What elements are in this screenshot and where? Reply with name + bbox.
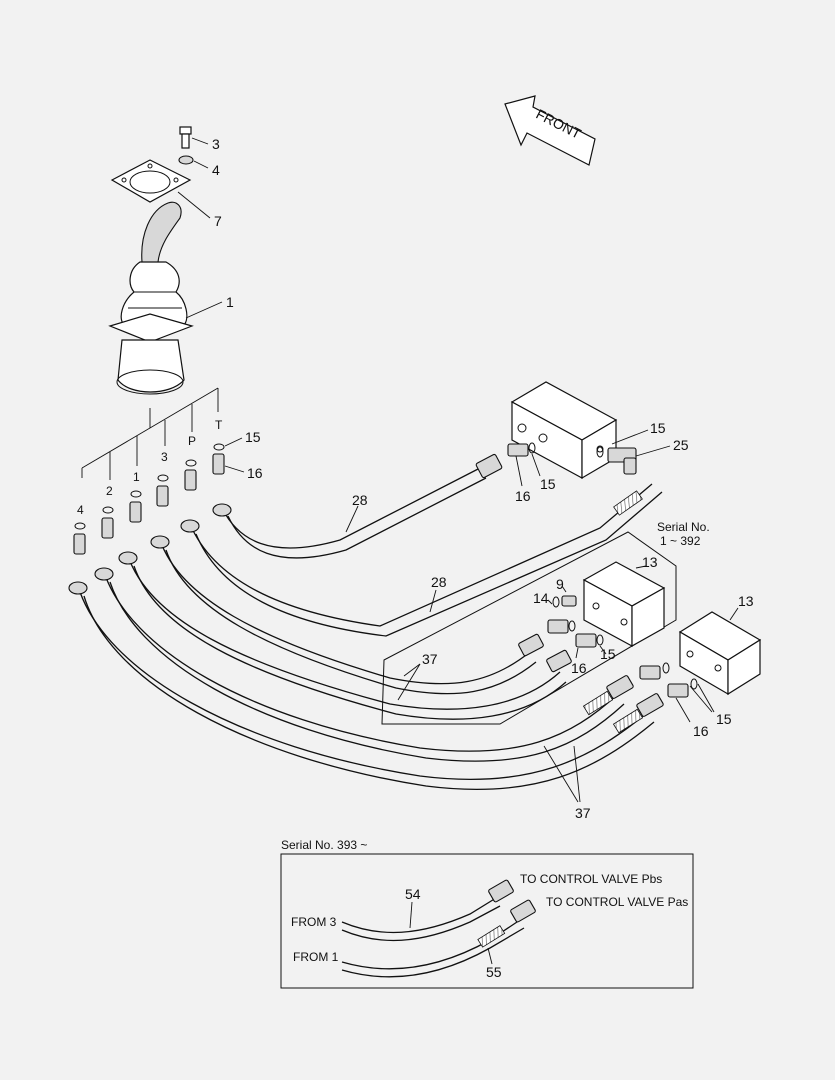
callout-15-middle: 15 [600,646,616,662]
callout-13-middle: 13 [642,554,658,570]
callout-9: 9 [556,576,564,592]
inset-from-3: FROM 3 [291,915,337,929]
callout-28-lower: 28 [431,574,447,590]
bolt-part [179,126,192,149]
port-label-4: 4 [77,503,84,517]
front-arrow: FRONT [504,95,596,166]
callout-54: 54 [405,886,421,902]
inset-to-pas: TO CONTROL VALVE Pas [546,895,688,909]
callout-1: 1 [226,294,234,310]
valve-block-top [510,381,618,480]
right-block-fittings [639,662,698,698]
top-block-fittings [507,442,637,475]
hose-28-lower [180,483,663,637]
callout-15-topblock: 15 [650,420,666,436]
serial-lower-label: Serial No. 393 ~ [281,838,367,852]
port-label-T: T [215,418,223,432]
hose-54-55 [341,879,536,978]
callout-7: 7 [214,213,222,229]
callout-16-right: 16 [693,723,709,739]
inset-to-pbs: TO CONTROL VALVE Pbs [520,872,662,886]
callout-15-topblock-b: 15 [540,476,556,492]
port-label-2: 2 [106,484,113,498]
callout-4: 4 [212,162,220,178]
inset-from-1: FROM 1 [293,950,339,964]
callout-16-middle: 16 [571,660,587,676]
callout-15-right: 15 [716,711,732,727]
callout-25: 25 [673,437,689,453]
port-label-3: 3 [161,450,168,464]
valve-block-middle [582,561,666,648]
callout-28-upper: 28 [352,492,368,508]
inset-box [280,853,694,989]
valve-block-right [678,611,762,696]
callout-55: 55 [486,964,502,980]
serial-upper-line2: 1 ~ 392 [660,534,701,548]
serial-region-box [381,531,677,725]
callout-13-right: 13 [738,593,754,609]
gasket-plate [110,159,192,203]
callout-16-topblock: 16 [515,488,531,504]
joystick-lever [108,201,194,395]
serial-upper-line1: Serial No. [657,520,710,534]
callout-3: 3 [212,136,220,152]
callout-16-joystick: 16 [247,465,263,481]
callout-37-upper: 37 [422,651,438,667]
callout-37-lower: 37 [575,805,591,821]
callout-15-joystick: 15 [245,429,261,445]
washer-part [178,155,194,165]
middle-block-fittings [547,595,604,648]
port-bracket [81,387,219,480]
callout-14: 14 [533,590,549,606]
hose-37-group [68,535,664,791]
joystick-leaders [177,137,223,319]
joystick-fittings [73,443,225,555]
hose-28-upper [212,453,503,559]
port-label-P: P [188,434,196,448]
port-label-1: 1 [133,470,140,484]
